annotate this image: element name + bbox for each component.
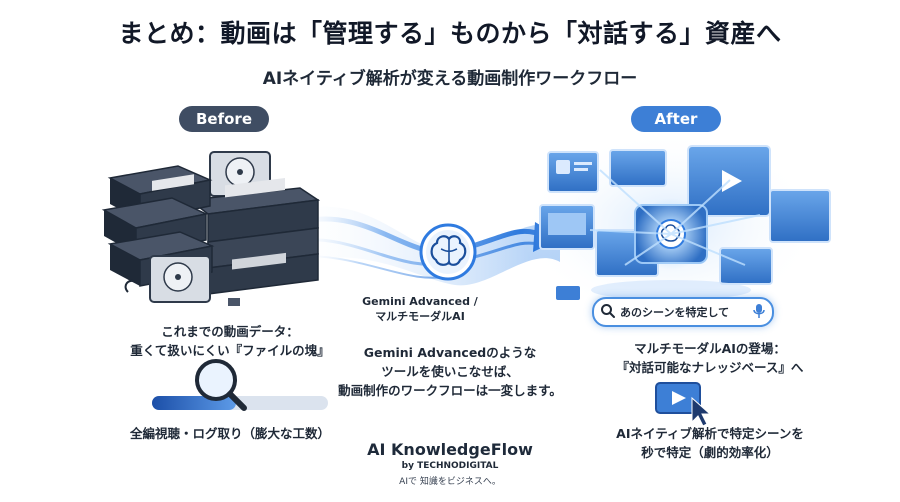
brain-icon bbox=[419, 223, 477, 281]
after-caption-line: マルチモーダルAIの登場： bbox=[634, 341, 786, 356]
brand-tagline: AIで 知識をビジネスへ。 bbox=[399, 477, 501, 487]
center-caption-line: 動画制作のワークフローは一変します。 bbox=[338, 383, 562, 398]
after-label: After bbox=[631, 106, 721, 132]
hard-disk-icon bbox=[149, 255, 211, 303]
before-label: Before bbox=[179, 106, 269, 132]
after-result-caption: AIネイティブ解析で特定シーンを 秒で特定（劇的効率化） bbox=[560, 424, 860, 462]
center-caption-line: ツールを使いこなせば、 bbox=[381, 364, 519, 379]
vhs-tape-icon bbox=[188, 178, 321, 295]
digital-hub bbox=[520, 130, 831, 320]
brand-block: AI KnowledgeFlow by TECHNODIGITAL AIで 知識… bbox=[330, 440, 570, 487]
before-caption-line: これまでの動画データ： bbox=[161, 324, 299, 339]
magnifier-icon bbox=[152, 359, 328, 411]
before-data-caption: これまでの動画データ： 重くて扱いにくい『ファイルの塊』 bbox=[80, 322, 380, 360]
brand-by: by TECHNODIGITAL bbox=[401, 461, 499, 471]
tool-label-line: マルチモーダルAI bbox=[375, 310, 465, 323]
page-subtitle: AIネイティブ解析が変える動画制作ワークフロー bbox=[262, 69, 638, 89]
before-caption-line: 重くて扱いにくい『ファイルの塊』 bbox=[130, 343, 330, 358]
before-effort-caption: 全編視聴・ログ取り（膨大な工数） bbox=[129, 426, 330, 441]
tool-label-line: Gemini Advanced / bbox=[362, 295, 478, 308]
microphone-icon[interactable] bbox=[753, 303, 765, 319]
page-title: まとめ：動画は「管理する」ものから「対話する」資産へ bbox=[118, 19, 782, 48]
vhs-tape-pile bbox=[101, 151, 321, 306]
after-caption-line: 『対話可能なナレッジベース』へ bbox=[616, 360, 804, 375]
tool-label: Gemini Advanced / マルチモーダルAI bbox=[340, 294, 500, 324]
brand-name: AI KnowledgeFlow bbox=[367, 440, 533, 459]
center-caption: Gemini Advancedのような ツールを使いこなせば、 動画制作のワーク… bbox=[320, 343, 580, 400]
after-result-line: 秒で特定（劇的効率化） bbox=[641, 445, 779, 460]
play-button-icon bbox=[655, 382, 701, 414]
center-caption-line: Gemini Advancedのような bbox=[363, 345, 537, 360]
after-caption: マルチモーダルAIの登場： 『対話可能なナレッジベース』へ bbox=[560, 339, 860, 377]
scene-search-input[interactable]: あのシーンを特定して bbox=[592, 297, 774, 327]
search-icon bbox=[601, 304, 615, 318]
search-query-text: あのシーンを特定して bbox=[620, 306, 730, 319]
cursor-icon bbox=[691, 396, 712, 427]
after-result-line: AIネイティブ解析で特定シーンを bbox=[616, 426, 804, 441]
